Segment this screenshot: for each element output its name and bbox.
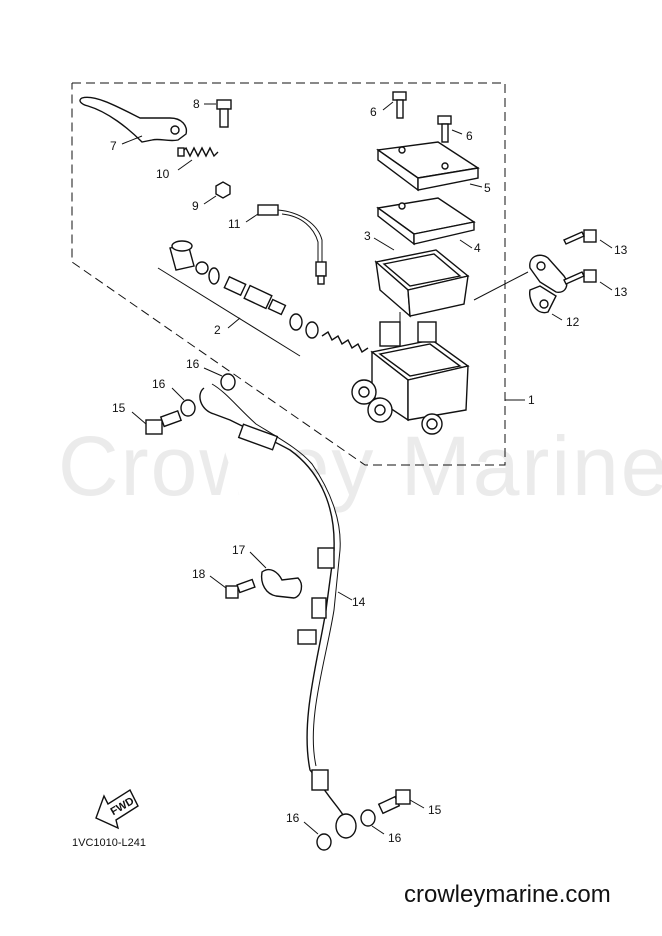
callout-1: 1 xyxy=(528,393,535,407)
diaphragm xyxy=(374,249,470,318)
callout-3: 3 xyxy=(364,229,371,243)
brake-lever xyxy=(79,96,188,143)
callout-15b: 15 xyxy=(428,803,442,817)
leader-7 xyxy=(121,135,143,145)
callout-5: 5 xyxy=(484,181,491,195)
union-bolt-top xyxy=(145,409,183,435)
assembly-boundary xyxy=(71,82,506,466)
fwd-arrow-icon: FWD xyxy=(95,788,139,830)
leader-15b xyxy=(409,799,425,809)
leader-6a xyxy=(382,101,394,111)
callout-6b: 6 xyxy=(466,129,473,143)
callout-13a: 13 xyxy=(614,243,628,257)
union-bolt-bottom xyxy=(377,789,411,815)
leader-18 xyxy=(209,575,227,589)
leader-5 xyxy=(469,183,483,188)
callout-14: 14 xyxy=(352,595,366,609)
callout-10: 10 xyxy=(156,167,170,181)
leader-6b xyxy=(451,129,463,135)
leader-16c xyxy=(371,825,385,835)
reservoir-cap xyxy=(376,141,480,192)
holder-line xyxy=(473,271,529,301)
leader-17 xyxy=(249,551,267,569)
holder-bolt-b xyxy=(563,269,597,285)
diaphragm-plate xyxy=(376,197,476,246)
leader-13b xyxy=(599,281,613,291)
hose-clamp xyxy=(260,568,303,599)
callout-16d: 16 xyxy=(286,811,300,825)
callout-4: 4 xyxy=(474,241,481,255)
brake-hose xyxy=(199,383,357,839)
handlebar-holder xyxy=(529,254,568,314)
leader-16b xyxy=(203,367,223,377)
callout-12: 12 xyxy=(566,315,580,329)
leader-10 xyxy=(177,159,193,171)
brake-switch xyxy=(257,204,327,285)
holder-bolt-a xyxy=(563,229,597,245)
leader-2 xyxy=(227,317,241,329)
gasket-d xyxy=(316,833,332,851)
callout-18: 18 xyxy=(192,567,206,581)
callout-11: 11 xyxy=(228,217,241,231)
callout-2: 2 xyxy=(214,323,221,337)
piston-kit-bracket xyxy=(157,267,301,357)
reservoir-screw-b xyxy=(437,115,452,143)
leader-16a xyxy=(171,387,185,401)
leader-9 xyxy=(203,195,217,205)
callout-13b: 13 xyxy=(614,285,628,299)
nut xyxy=(215,181,231,199)
adjuster-spring xyxy=(177,146,219,158)
leader-4 xyxy=(459,239,473,249)
callout-7: 7 xyxy=(110,139,117,153)
callout-17: 17 xyxy=(232,543,246,557)
diagram-code: 1VC1010-L241 xyxy=(72,837,146,849)
callout-16a: 16 xyxy=(152,377,166,391)
callout-16b: 16 xyxy=(186,357,200,371)
callout-9: 9 xyxy=(192,199,199,213)
leader-15a xyxy=(131,411,147,425)
reservoir-screw-a xyxy=(392,91,407,119)
pivot-bolt xyxy=(216,99,232,128)
leader-13a xyxy=(599,239,613,249)
callout-6a: 6 xyxy=(370,105,377,119)
callout-16c: 16 xyxy=(388,831,402,845)
master-cylinder-body xyxy=(351,321,470,435)
piston-kit xyxy=(169,240,369,354)
gasket-a xyxy=(180,399,196,417)
callout-15a: 15 xyxy=(112,401,126,415)
leader-11 xyxy=(245,213,259,223)
website-link[interactable]: crowleymarine.com xyxy=(404,881,611,908)
callout-8: 8 xyxy=(193,97,200,111)
leader-14 xyxy=(337,591,353,601)
gasket-b xyxy=(220,373,236,391)
leader-3 xyxy=(373,237,395,251)
leader-16d xyxy=(303,821,319,835)
gasket-c xyxy=(360,809,376,827)
leader-12 xyxy=(551,313,563,321)
clamp-bolt xyxy=(225,578,256,599)
